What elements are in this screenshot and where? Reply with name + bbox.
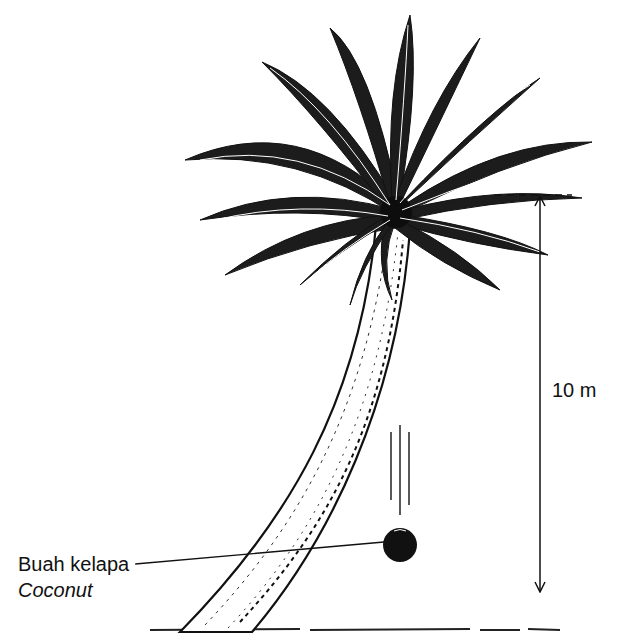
frond-veins: [200, 25, 585, 278]
palm-trunk: [180, 225, 410, 632]
part-label: Buah kelapa: [18, 552, 129, 576]
palm-fronds: [185, 15, 592, 305]
coconut: [383, 528, 417, 562]
part-label-translation: Coconut: [18, 578, 93, 602]
dimension-arrow: [539, 196, 541, 592]
motion-lines: [391, 425, 409, 515]
dimension-extension: [495, 194, 572, 196]
dimension-label: 10 m: [552, 378, 596, 402]
leader-line: [135, 542, 384, 564]
